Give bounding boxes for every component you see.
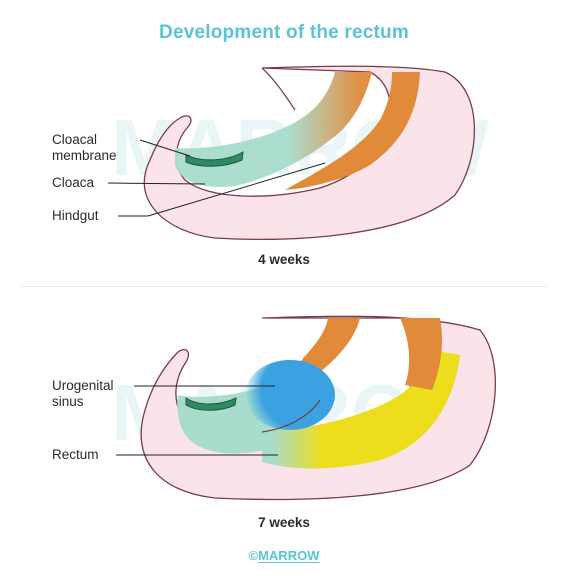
- marrow-credit: ©MARROW: [0, 548, 568, 563]
- top-edge-4w: [261, 67, 296, 111]
- caption-4-weeks: 4 weeks: [258, 252, 310, 267]
- label-rectum: Rectum: [52, 447, 99, 462]
- panel-divider: [22, 286, 546, 287]
- leader-cloacal-membrane: [139, 139, 191, 157]
- leader-hindgut-2: [147, 162, 326, 217]
- embryo-7-weeks: [140, 315, 496, 501]
- hindgut-stalk-7w: [400, 318, 443, 390]
- cloacal-membrane-7w: [185, 397, 237, 411]
- rectum-7w: [262, 350, 460, 469]
- cloacal-membrane-4w: [185, 151, 244, 167]
- leader-cloaca: [107, 182, 206, 185]
- copyright-symbol: ©: [248, 548, 259, 563]
- urorectal-septum-7w: [261, 399, 321, 433]
- diagram-title: Development of the rectum: [159, 22, 409, 43]
- label-hindgut: Hindgut: [52, 208, 99, 223]
- urogenital-sinus-7w: [245, 360, 335, 430]
- urogenital-stalk-7w: [300, 318, 360, 372]
- caption-7-weeks: 7 weeks: [258, 515, 310, 530]
- brand-name: MARROW: [258, 548, 320, 563]
- label-urogenital-sinus: Urogenital sinus: [52, 378, 114, 409]
- label-cloacal-membrane: Cloacal membrane: [52, 132, 117, 163]
- label-cloaca: Cloaca: [52, 175, 95, 190]
- embryo-4-weeks: [143, 65, 476, 240]
- allantois-branch-4w: [285, 72, 420, 190]
